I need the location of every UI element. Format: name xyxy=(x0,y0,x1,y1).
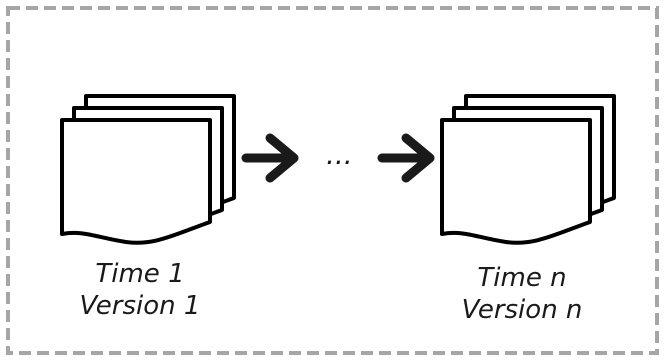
document-stack-right-icon xyxy=(440,94,616,245)
time-label-right: Time n xyxy=(477,263,567,293)
version-label-left: Version 1 xyxy=(79,291,201,321)
version-label-right: Version n xyxy=(461,295,583,325)
document-stack-left-icon xyxy=(60,94,236,245)
caption-left: Time 1 Version 1 xyxy=(40,258,240,322)
time-label-left: Time 1 xyxy=(95,259,185,289)
dashed-border xyxy=(6,6,659,355)
arrow-right-icon xyxy=(241,133,299,183)
arrow-right-icon xyxy=(377,133,435,183)
caption-right: Time n Version n xyxy=(422,262,622,326)
ellipsis-text: ... xyxy=(326,138,353,171)
